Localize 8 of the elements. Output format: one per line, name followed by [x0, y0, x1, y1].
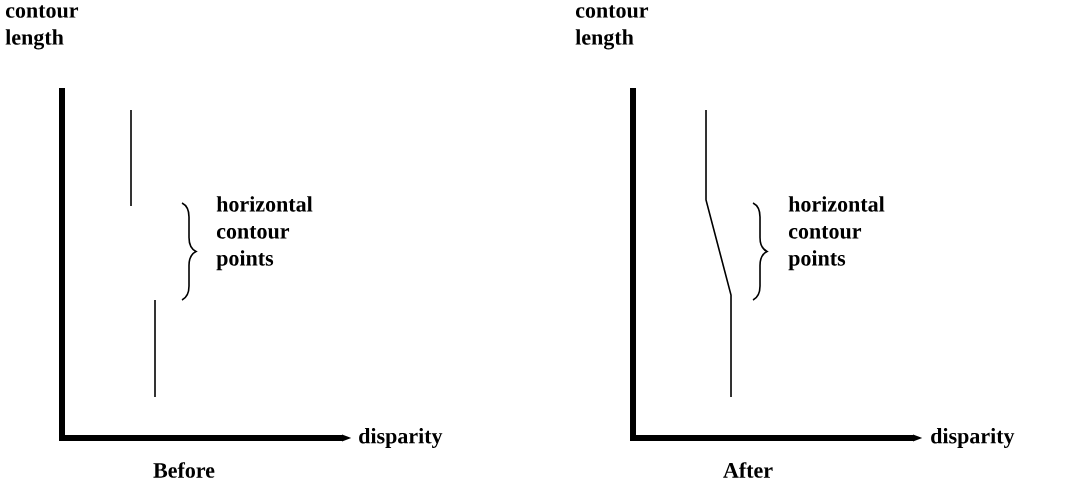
- axis-label: contour length: [5, 5, 79, 50]
- axis-label: disparity: [359, 428, 443, 448]
- caption: After: [723, 462, 773, 478]
- caption: Before: [153, 462, 215, 478]
- axis-label: disparity: [931, 428, 1015, 448]
- axis-label: contour length: [575, 5, 649, 50]
- bracket-label: horizontal contour points: [788, 196, 885, 271]
- bracket-label: horizontal contour points: [216, 196, 313, 271]
